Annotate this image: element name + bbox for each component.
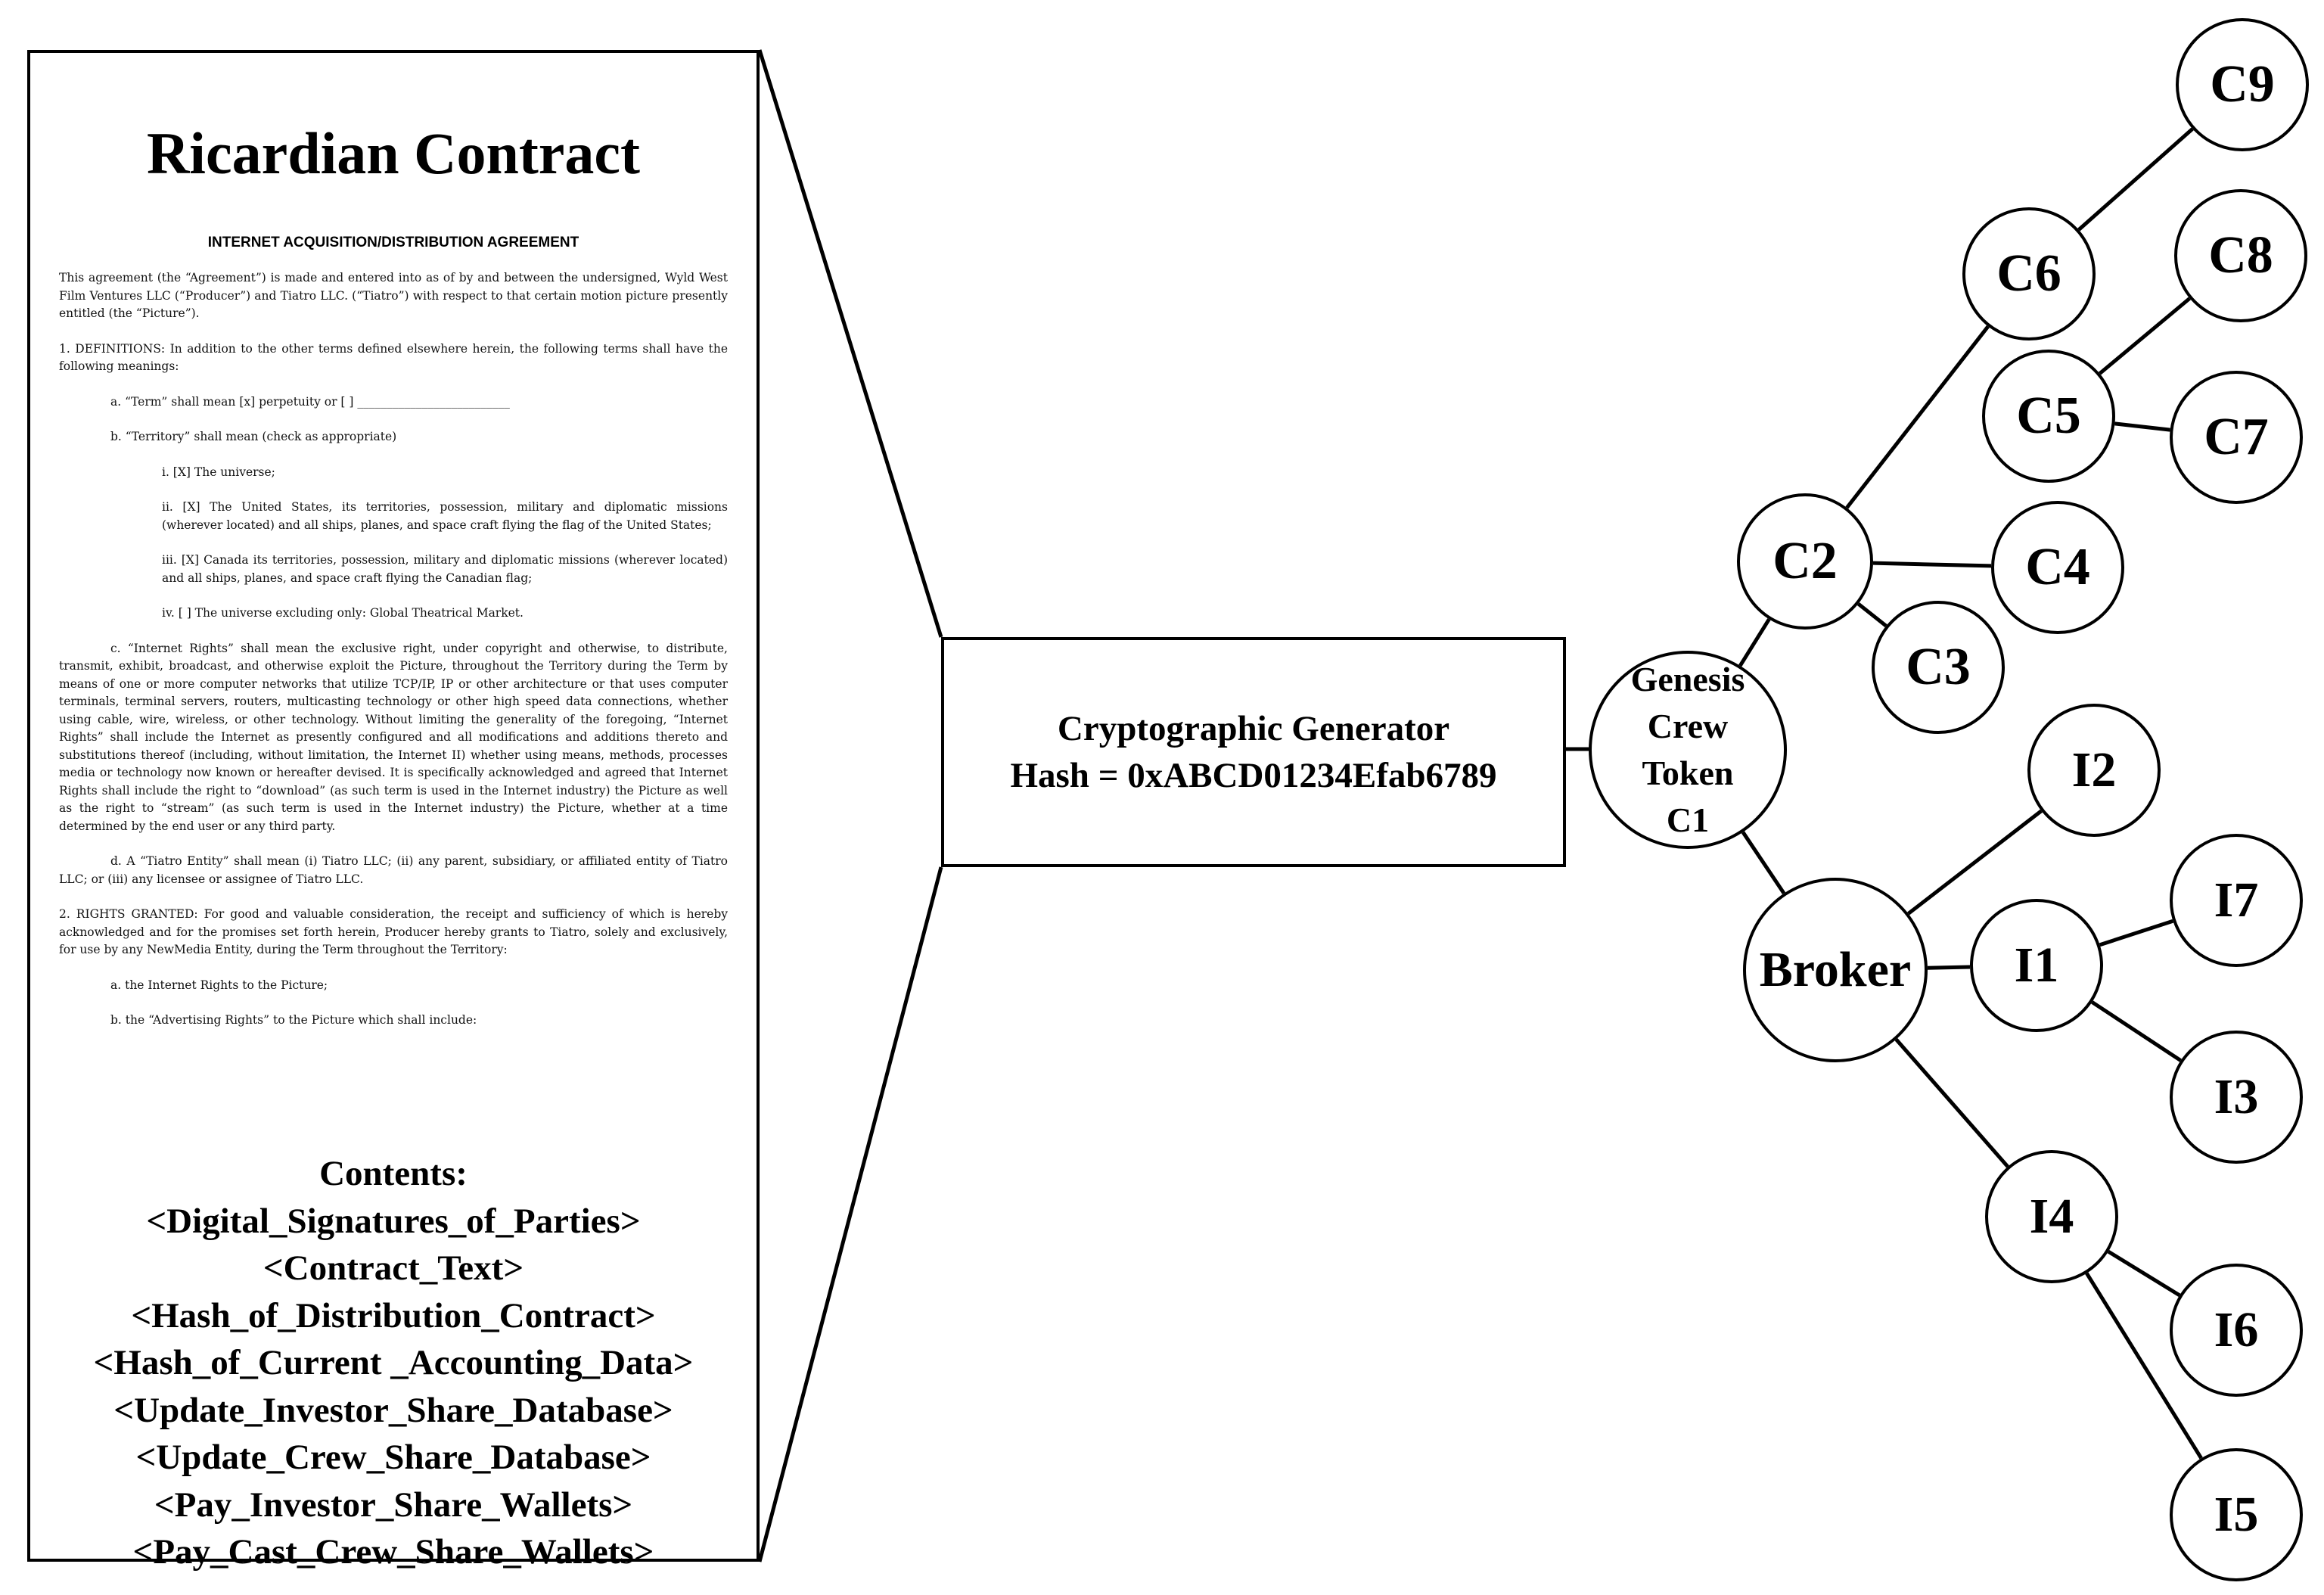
genesis-crew-token-node: Genesis Crew Token C1: [1589, 651, 1787, 849]
c9-node: C9: [2176, 18, 2309, 151]
edge-i1-i7: [2099, 919, 2174, 947]
edge-broker-i2: [1907, 809, 2043, 916]
tree-edges: [1738, 127, 2203, 1460]
edge-c5-c7: [2114, 421, 2170, 432]
agreement-paragraph: b. “Territory” shall mean (check as appr…: [110, 430, 397, 443]
agreement-paragraph: d. A “Tiatro Entity” shall mean (i) Tiat…: [59, 854, 728, 886]
agreement-paragraph: i. [X] The universe;: [162, 465, 275, 479]
agreement-paragraph: ii. [X] The United States, its territori…: [162, 500, 728, 532]
i6-node: I6: [2170, 1264, 2303, 1397]
c7-node: C7: [2170, 371, 2303, 504]
edge-i1-i3: [2091, 1000, 2182, 1062]
contents-item: <Digital_Signatures_of_Parties>: [146, 1201, 641, 1241]
i2-node: I2: [2027, 704, 2161, 837]
agreement-paragraph: c. “Internet Rights” shall mean the excl…: [59, 641, 728, 833]
agreement-paragraph: iv. [ ] The universe excluding only: Glo…: [162, 606, 524, 620]
genesis-label-line: Token: [1642, 754, 1734, 792]
i7-node: I7: [2170, 834, 2303, 967]
agreement-text: This agreement (the “Agreement”) is made…: [59, 269, 728, 1047]
edge-c2-c3: [1856, 602, 1887, 628]
zoom-line-top: [757, 49, 943, 638]
agreement-paragraph: a. the Internet Rights to the Picture;: [110, 978, 328, 992]
edge-broker-i4: [1894, 1038, 2009, 1168]
contract-title: Ricardian Contract: [146, 120, 641, 186]
c8-node: C8: [2174, 189, 2307, 322]
c3-node: C3: [1872, 601, 2005, 734]
c6-node: C6: [1962, 207, 2096, 340]
broker-node: Broker: [1743, 878, 1928, 1062]
genesis-label-line: C1: [1666, 801, 1710, 839]
agreement-paragraph: b. the “Advertising Rights” to the Pictu…: [110, 1013, 477, 1027]
edge-i4-i6: [2107, 1249, 2181, 1298]
generator-label: Cryptographic Generator: [1057, 709, 1450, 748]
agreement-paragraph: iii. [X] Canada its territories, possess…: [162, 553, 728, 585]
i1-node: I1: [1970, 899, 2103, 1032]
genesis-label-line: Crew: [1647, 707, 1729, 745]
edge-genesis-c2: [1738, 618, 1771, 667]
contents-item: <Pay_Investor_Share_Wallets>: [154, 1485, 633, 1525]
cryptographic-generator-box: Cryptographic Generator Hash = 0xABCD012…: [941, 637, 1566, 867]
agreement-paragraph: a. “Term” shall mean [x] perpetuity or […: [110, 394, 510, 409]
edge-broker-i1: [1927, 965, 1971, 970]
agreement-paragraph: This agreement (the “Agreement”) is made…: [59, 271, 728, 320]
c5-node: C5: [1982, 350, 2115, 483]
zoom-line-bottom: [757, 866, 943, 1562]
contents-section: Contents: <Digital_Signatures_of_Parties…: [30, 1150, 757, 1576]
contents-item: <Pay_Cast_Crew_Share_Wallets>: [132, 1532, 654, 1572]
i3-node: I3: [2170, 1031, 2303, 1164]
edge-c6-c9: [2077, 127, 2194, 232]
contents-item: <Contract_Text>: [263, 1248, 524, 1288]
i4-node: I4: [1985, 1150, 2118, 1283]
agreement-heading: INTERNET ACQUISITION/DISTRIBUTION AGREEM…: [207, 235, 579, 250]
contents-item: <Update_Crew_Share_Database>: [135, 1438, 651, 1477]
c4-node: C4: [1991, 501, 2124, 634]
contents-item: <Update_Investor_Share_Database>: [113, 1390, 673, 1430]
agreement-paragraph: 2. RIGHTS GRANTED: For good and valuable…: [59, 907, 728, 956]
genesis-label-line: Genesis: [1630, 660, 1745, 698]
contents-item: <Hash_of_Current _Accounting_Data>: [93, 1343, 694, 1382]
contents-heading: Contents:: [319, 1154, 468, 1193]
generator-hash: Hash = 0xABCD01234Efab6789: [1010, 756, 1497, 795]
i5-node: I5: [2170, 1448, 2303, 1581]
agreement-paragraph: 1. DEFINITIONS: In addition to the other…: [59, 341, 728, 374]
edge-genesis-broker: [1741, 831, 1786, 895]
contents-item: <Hash_of_Distribution_Contract>: [131, 1295, 656, 1335]
edge-c5-c8: [2098, 297, 2192, 375]
ricardian-contract-document: Ricardian Contract INTERNET ACQUISITION/…: [27, 50, 760, 1572]
edge-i4-i5: [2085, 1272, 2203, 1460]
edge-c2-c4: [1872, 561, 1992, 568]
edge-c2-c6: [1845, 325, 1990, 509]
c2-node: C2: [1737, 493, 1873, 630]
